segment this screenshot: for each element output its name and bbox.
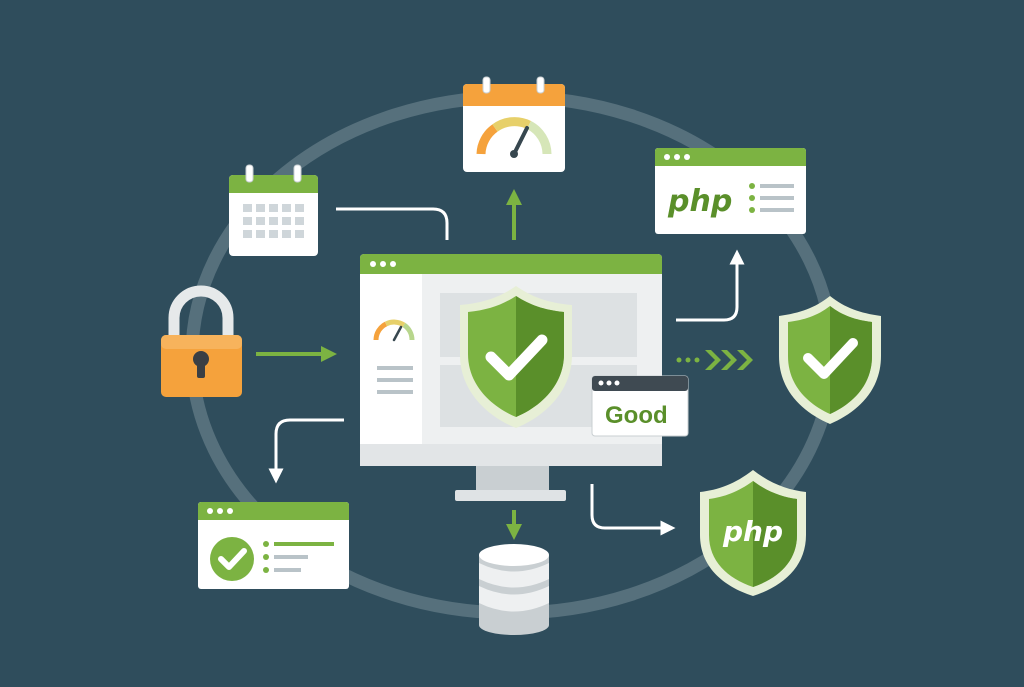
padlock-icon (161, 285, 242, 397)
database-icon (479, 544, 549, 635)
shield-check-icon (460, 286, 572, 428)
php-browser-window: php (655, 148, 806, 234)
php-shield-label: php (722, 515, 783, 548)
main-monitor: Good (360, 254, 689, 501)
arrow-monitor-to-php-window (676, 249, 745, 322)
php-window-label: php (667, 184, 732, 219)
arrow-monitor-to-php-shield (590, 484, 676, 536)
mini-gauge-icon (373, 319, 415, 342)
good-badge-label: Good (605, 402, 668, 429)
good-status-badge: Good (591, 375, 689, 437)
check-circle-icon (210, 537, 254, 581)
shield-check-icon (779, 296, 881, 424)
arrow-monitor-to-checklist (268, 418, 344, 484)
calendar-icon (229, 164, 318, 256)
checklist-window (198, 502, 349, 589)
arrow-calendar-to-monitor (336, 207, 449, 240)
connector-arrows (256, 189, 753, 540)
gauge-calendar-card (463, 76, 565, 172)
speedometer-gauge-icon (476, 117, 552, 158)
arrow-monitor-to-shield (676, 350, 753, 370)
shield-php-icon: php (700, 470, 806, 596)
